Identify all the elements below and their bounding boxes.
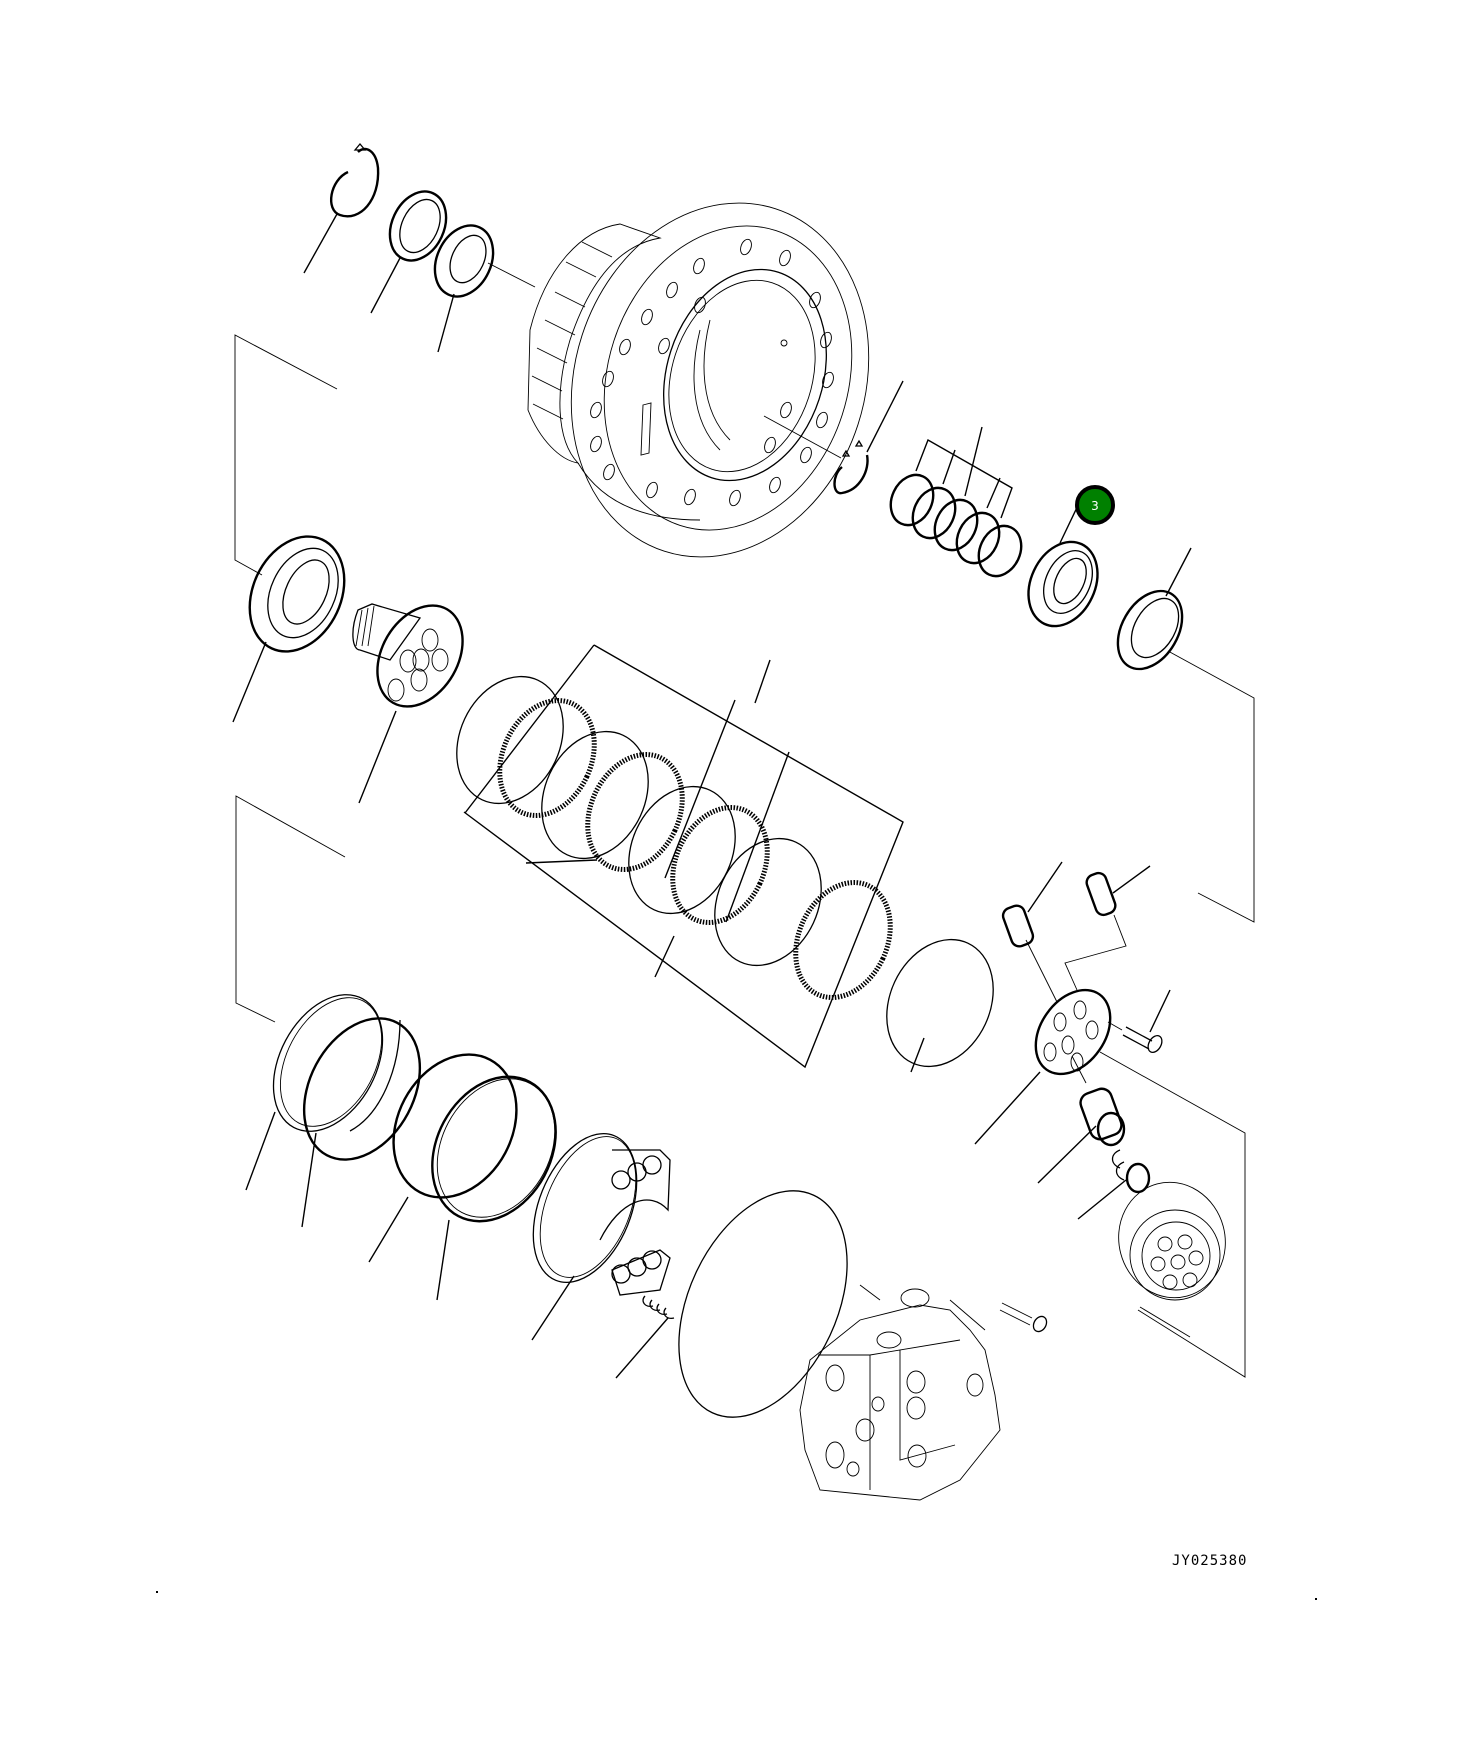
cylinder-end-cap bbox=[1118, 1181, 1226, 1338]
callout-3[interactable]: 3 bbox=[1075, 485, 1115, 525]
o-ring-2 bbox=[368, 1053, 518, 1263]
bearing-left bbox=[232, 535, 346, 723]
small-bolt bbox=[1107, 989, 1171, 1054]
oil-seal bbox=[433, 224, 536, 353]
thrust-ring bbox=[370, 190, 448, 314]
spool-left bbox=[1001, 861, 1063, 1003]
piston-sleeve bbox=[1037, 1055, 1126, 1184]
spool-right bbox=[1064, 865, 1151, 991]
crop-mark-left bbox=[156, 1591, 158, 1593]
valve-body bbox=[799, 1284, 1048, 1501]
clutch-plate-pack bbox=[456, 644, 994, 1073]
shim-pack bbox=[889, 426, 1023, 578]
callout-3-label: 3 bbox=[1091, 499, 1099, 513]
crop-mark-right bbox=[1315, 1598, 1317, 1600]
brake-spring bbox=[615, 1295, 675, 1379]
bracket-left-upper bbox=[234, 334, 338, 576]
retaining-ring-mid bbox=[763, 380, 904, 495]
figure-code: JY025380 bbox=[1172, 1553, 1248, 1569]
plate-bracket bbox=[463, 644, 904, 1069]
spring-and-cap bbox=[1077, 1149, 1151, 1220]
large-o-ring bbox=[678, 1190, 848, 1418]
o-ring-3 bbox=[431, 1075, 557, 1301]
brake-piston bbox=[531, 1133, 671, 1341]
seal-ring bbox=[301, 1017, 422, 1228]
snap-ring-top bbox=[303, 142, 380, 274]
cylinder-block-shaft bbox=[352, 603, 464, 804]
bracket-left-lower bbox=[235, 795, 346, 1023]
bolt-holes bbox=[590, 238, 834, 507]
o-ring-1 bbox=[245, 994, 384, 1191]
hub-housing bbox=[527, 202, 870, 558]
ring-nut bbox=[1116, 547, 1255, 923]
valve-plate bbox=[974, 988, 1246, 1378]
